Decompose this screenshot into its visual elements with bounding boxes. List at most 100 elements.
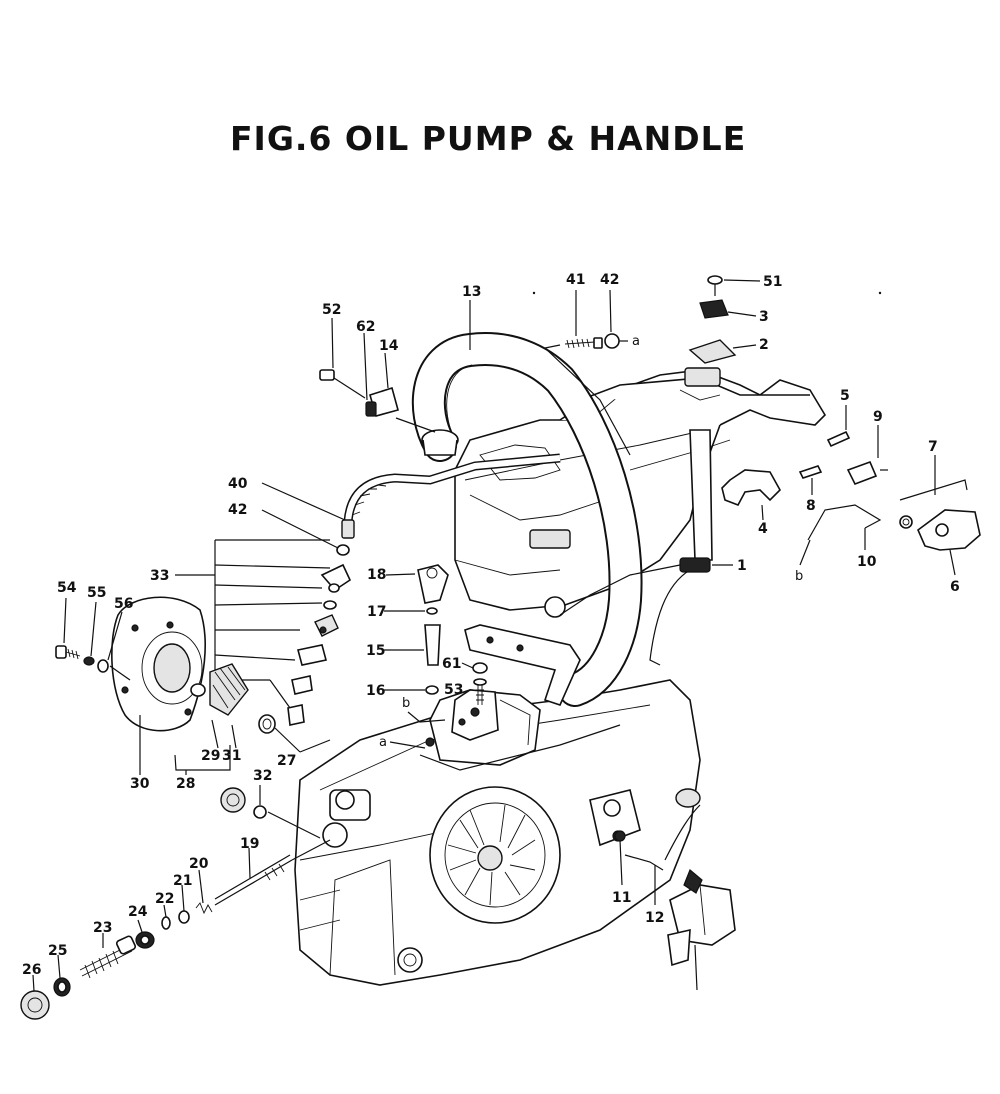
bolt-54 [55,597,81,660]
washer-27 [258,714,331,753]
callout-5: 5 [840,388,850,404]
callout-25: 25 [48,943,67,959]
grommet-9 [846,425,888,486]
marker-b-lower: b [402,696,410,711]
callout-13: 13 [462,284,481,300]
cap-26 [20,974,50,1020]
callout-6: 6 [950,579,960,595]
callout-19: 19 [240,836,259,852]
callout-29: 29 [201,748,220,764]
pin-8 [798,465,823,495]
washer-55 [83,601,97,666]
callout-41: 41 [566,272,585,288]
callout-9: 9 [873,409,883,425]
callout-30: 30 [130,776,150,792]
callout-10: 10 [857,554,877,570]
shaft-19 [214,839,331,906]
callout-40: 40 [228,476,248,492]
pump-piston [297,644,327,666]
spring-10 [807,504,913,550]
plate-2 [688,339,737,364]
callout-42-left: 42 [228,502,247,518]
ring-22 [161,904,171,930]
wire-7 [899,479,968,501]
stop-switch [679,557,733,573]
callout-42-top: 42 [600,272,619,288]
callout-1: 1 [737,558,747,574]
washer-61 [461,662,488,674]
figure-title: FIG.6 OIL PUMP & HANDLE [230,119,746,158]
oil-hose [341,453,561,539]
engine-housing [294,679,701,986]
spring-20 [195,869,213,915]
throttle-trigger [721,469,781,521]
pump-plunger [291,675,313,695]
nut-62 [363,332,377,417]
o-ring-16 [384,685,439,695]
grommet-11 [614,830,626,842]
wire-harness [559,564,681,616]
screw-53 [473,678,487,705]
callout-28: 28 [176,776,195,792]
callout-55: 55 [87,585,106,601]
handle-bar [411,332,643,707]
washer-42-top [604,289,628,349]
pump-clip [287,704,305,726]
bushing-24 [135,919,155,949]
pump-cam [314,614,339,637]
ring-21 [178,884,190,924]
callout-61: 61 [442,656,461,672]
callout-16: 16 [366,683,385,699]
pump-cover-30 [111,596,206,775]
plug-18 [385,564,449,604]
callout-51: 51 [763,274,782,290]
ignition-coil [624,788,736,991]
callout-11: 11 [612,890,631,906]
washer-42-left [261,509,350,556]
carburetor [419,689,621,771]
marker-a-lower: a [379,735,387,750]
callout-21: 21 [173,873,192,889]
callout-22: 22 [155,891,174,907]
callout-62: 62 [356,319,375,335]
callout-14: 14 [379,338,399,354]
screw-51 [707,275,761,296]
worm-gear-29 [209,663,249,749]
callout-15: 15 [366,643,385,659]
callout-24: 24 [128,904,148,920]
callout-8: 8 [806,498,816,514]
callout-23: 23 [93,920,112,936]
callout-56: 56 [114,596,133,612]
callout-4: 4 [758,521,768,537]
callout-2: 2 [759,337,769,353]
callout-26: 26 [22,962,41,978]
marker-a-top: a [632,334,640,349]
callout-33: 33 [150,568,169,584]
callout-52: 52 [322,302,341,318]
throttle-knob [699,299,757,319]
marker-b-right: b [795,569,803,584]
callout-27: 27 [277,753,296,769]
callout-20: 20 [189,856,209,872]
washer-56 [97,611,123,673]
callout-12: 12 [645,910,664,926]
bolt-52 [319,317,366,399]
callout-17: 17 [367,604,386,620]
callout-32: 32 [253,768,272,784]
pin-5 [826,405,851,448]
plug-31 [220,787,246,813]
callout-7: 7 [928,439,938,455]
callout-53: 53 [444,682,463,698]
interlock-bracket [917,509,981,576]
callout-31: 31 [222,748,241,764]
switch-wire [649,569,691,666]
bracket-33 [175,539,352,726]
fuel-tank [454,367,827,618]
o-ring-17 [384,607,438,615]
screw-41 [543,290,631,456]
valve-15 [383,624,441,666]
o-ring [328,583,340,593]
callout-54: 54 [57,580,77,596]
adjuster-23 [79,933,137,979]
